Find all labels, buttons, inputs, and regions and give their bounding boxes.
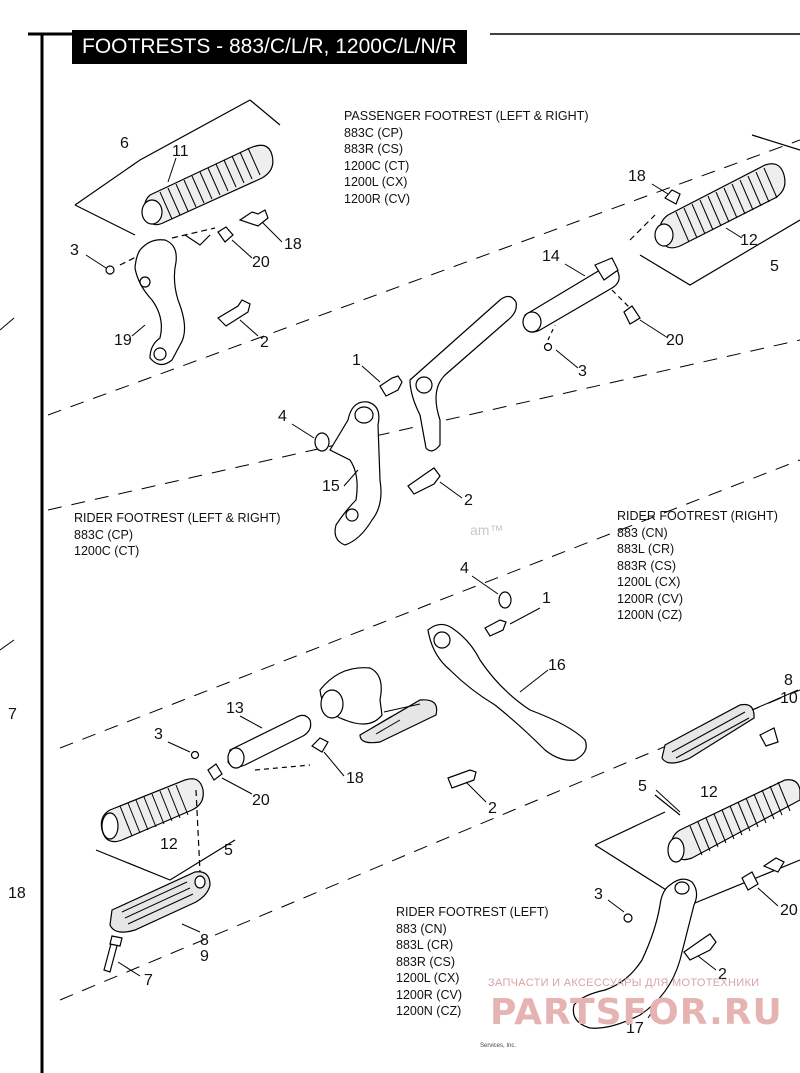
callout-number: 5 [770,258,779,275]
model-code: 883R (CS) [617,558,677,573]
model-code: 883 (CN) [396,921,447,936]
callout-number: 10 [780,690,798,707]
model-code: 1200R (CV) [617,591,683,606]
group-label-rider-right: RIDER FOOTREST (RIGHT) 883 (CN) 883L (CR… [617,508,778,624]
callout-number: 4 [460,560,469,577]
callout-number: 6 [120,135,129,152]
callout-number: 18 [8,885,26,902]
model-code: 883L (CR) [396,938,454,952]
group-label-rider-left-right: RIDER FOOTREST (LEFT & RIGHT) 883C (CP) … [74,510,281,560]
model-code: 1200L (CX) [617,575,681,589]
model-code: 1200C (CT) [74,544,140,558]
callout-leaders [85,157,799,1019]
rider-mount-bracket [314,295,517,546]
callout-number: 3 [594,886,603,903]
callout-number: 18 [284,236,302,253]
group-label-rider-left: RIDER FOOTREST (LEFT) 883 (CN) 883L (CR)… [396,904,549,1020]
footpeg-rubber-12-upper [654,163,786,249]
footpeg-rubber-12-left [667,779,800,863]
callout-number: 20 [252,254,270,271]
model-code: 883 (CN) [617,525,668,540]
group-heading: RIDER FOOTREST (LEFT & RIGHT) [74,511,281,525]
callout-number: 2 [260,334,269,351]
model-code: 883R (CS) [396,954,456,969]
callout-number: 4 [278,408,287,425]
callout-number: 3 [578,363,587,380]
callout-number: 8 [200,932,209,949]
callout-number: 7 [144,972,153,989]
callout-number: 11 [172,143,189,160]
callout-number: 20 [780,902,798,919]
footpeg-pad-8 [109,871,211,933]
callout-number: 3 [70,242,79,259]
model-code: 883C (CP) [74,527,134,542]
footpeg-rubber-11 [141,144,274,226]
callout-number: 9 [200,948,209,965]
callout-number: 14 [542,248,560,265]
callout-number: 19 [114,332,132,349]
group-heading: RIDER FOOTREST (RIGHT) [617,509,778,523]
passenger-footrest-right [522,134,800,352]
footrest-arm-19 [134,239,186,366]
callout-number: 17 [626,1020,644,1037]
callout-number: 16 [548,657,566,674]
callout-number: 18 [628,168,646,185]
footrest-arm-17 [572,878,698,1029]
callout-number: 12 [700,784,718,801]
page-frame [28,32,800,1073]
pivot-pin-13 [227,714,312,769]
callout-number: 5 [224,842,233,859]
watermark-logo: PARTSFOR.RU [490,992,783,1033]
model-code: 1200R (CV) [396,987,462,1002]
footpeg-rubber-12-lower [100,778,204,843]
callout-number: 5 [638,778,647,795]
brake-lever-16 [427,623,587,761]
callout-number: 18 [346,770,364,787]
callout-number: 2 [718,966,727,983]
pivot-pin-14 [522,257,620,333]
callout-number: 1 [542,590,551,607]
copyright-credit: Services, Inc. [480,1043,517,1049]
callout-number: 2 [464,492,473,509]
callout-number: 8 [784,672,793,689]
model-code: 1200N (CZ) [396,1004,462,1018]
watermark-fragment: am™ [470,522,504,538]
model-code: 883R (CS) [344,142,404,156]
model-code: 1200R (CV) [344,191,410,206]
callout-number: 1 [352,352,361,369]
callout-number: 12 [160,836,178,853]
model-code: 1200C (CT) [344,158,410,173]
rider-footrest-left [572,703,800,1029]
diagram-title: FOOTRESTS - 883/C/L/R, 1200C/L/N/R [72,30,467,64]
callout-number: 2 [488,800,497,817]
group-label-passenger: PASSENGER FOOTREST (LEFT & RIGHT) 883C (… [344,108,588,207]
model-code: 1200L (CX) [396,971,460,985]
model-code: 883C (CP) [344,125,404,140]
watermark-tagline: ЗАПЧАСТИ И АКСЕССУАРЫ ДЛЯ МОТОТЕХНИКИ [488,977,760,989]
group-heading: PASSENGER FOOTREST (LEFT & RIGHT) [344,109,589,123]
callout-number: 7 [8,706,17,723]
callout-number: 20 [666,332,684,349]
model-code: 1200N (CZ) [617,608,683,622]
passenger-footrest-left [74,99,281,366]
callout-number: 3 [154,726,163,743]
footpeg-pad-upper [661,703,755,764]
rider-footrest-right [95,591,587,973]
footpeg-housing [319,667,438,744]
group-heading: RIDER FOOTREST (LEFT) [396,905,549,919]
callout-number: 15 [322,478,340,495]
callout-number: 13 [226,700,244,717]
model-code: 1200L (CX) [344,175,408,189]
model-code: 883L (CR) [617,542,675,556]
callout-number: 20 [252,792,270,809]
callout-number: 12 [740,232,758,249]
